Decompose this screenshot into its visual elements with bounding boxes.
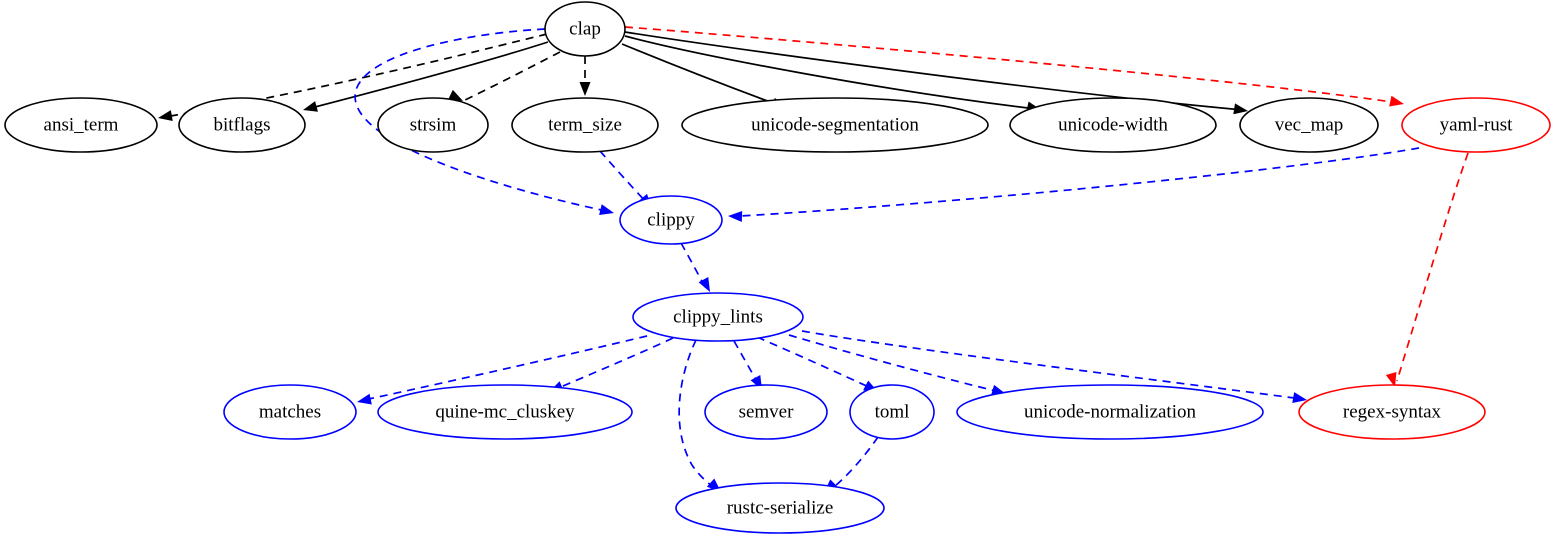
node-ellipse-yaml-rust[interactable]: [1401, 97, 1551, 153]
edge-clippy_lints-to-toml: [756, 336, 874, 390]
edge-clippy_lints-to-quine-mc_cluskey: [555, 337, 674, 390]
edge-toml-to-rustc-serialize: [828, 436, 879, 492]
edge-term_size-to-clippy: [599, 150, 648, 204]
node-label-clippy_lints: clippy_lints: [673, 306, 763, 327]
node-ellipse-bitflags[interactable]: [178, 97, 306, 153]
node-label-semver: semver: [739, 401, 795, 422]
node-label-yaml-rust: yaml-rust: [1440, 114, 1514, 135]
node-clippy[interactable]: clippy: [619, 195, 723, 245]
node-ellipse-unicode-segmentation[interactable]: [681, 97, 989, 153]
node-semver[interactable]: semver: [704, 384, 828, 440]
edge-clap-to-strsim: [458, 51, 561, 104]
node-ellipse-regex-syntax[interactable]: [1298, 384, 1486, 440]
node-term_size[interactable]: term_size: [511, 97, 659, 153]
node-label-unicode-normalization: unicode-normalization: [1024, 401, 1196, 422]
node-ellipse-quine-mc_cluskey[interactable]: [377, 384, 633, 440]
node-ellipse-unicode-width[interactable]: [1009, 97, 1217, 153]
node-unicode-width[interactable]: unicode-width: [1009, 97, 1217, 153]
node-label-unicode-segmentation: unicode-segmentation: [751, 114, 919, 135]
node-ellipse-unicode-normalization[interactable]: [956, 384, 1264, 440]
edge-clap-to-vec_map: [624, 31, 1244, 111]
node-label-strsim: strsim: [410, 114, 457, 135]
node-label-term_size: term_size: [548, 114, 622, 135]
node-clap[interactable]: clap: [544, 1, 626, 57]
arrowhead-bitflags-in: [303, 101, 318, 112]
node-label-bitflags: bitflags: [214, 114, 271, 135]
node-unicode-segmentation[interactable]: unicode-segmentation: [681, 97, 989, 153]
node-ellipse-clippy_lints[interactable]: [632, 292, 804, 342]
node-ansi_term[interactable]: ansi_term: [4, 97, 158, 153]
node-label-matches: matches: [259, 401, 321, 422]
edge-clippy_lints-to-matches: [363, 335, 648, 401]
node-ellipse-matches[interactable]: [223, 384, 357, 440]
arrowhead-vec_map-in: [1233, 103, 1248, 115]
arrowhead-regex-syntax-in-clippy: [1292, 392, 1307, 403]
node-quine-mc_cluskey[interactable]: quine-mc_cluskey: [377, 384, 633, 440]
node-regex-syntax[interactable]: regex-syntax: [1298, 384, 1486, 440]
node-clippy_lints[interactable]: clippy_lints: [632, 292, 804, 342]
arrowhead-strsim-in: [448, 89, 463, 101]
node-ellipse-term_size[interactable]: [511, 97, 659, 153]
arrowhead-regex-syntax-in-yaml: [1385, 372, 1397, 387]
node-ellipse-rustc-serialize[interactable]: [675, 482, 885, 534]
node-matches[interactable]: matches: [223, 384, 357, 440]
edge-clap-to-unicode-segmentation: [621, 43, 782, 107]
arrowhead-clippy-in-clap: [599, 204, 614, 215]
node-yaml-rust[interactable]: yaml-rust: [1401, 97, 1551, 153]
node-bitflags[interactable]: bitflags: [178, 97, 306, 153]
edge-clap-to-clippy: [354, 28, 607, 212]
edge-clap-to-bitflags: [310, 41, 549, 109]
edge-clap-to-yaml-rust: [624, 26, 1400, 104]
node-label-unicode-width: unicode-width: [1058, 114, 1168, 135]
node-label-vec_map: vec_map: [1275, 114, 1344, 135]
edge-clippy-to-clippy_lints: [680, 242, 706, 288]
edge-yaml-rust-to-clippy: [739, 147, 1420, 217]
node-label-clippy: clippy: [647, 209, 695, 230]
node-label-quine-mc_cluskey: quine-mc_cluskey: [435, 401, 575, 422]
node-label-toml: toml: [875, 401, 910, 422]
node-ellipse-strsim[interactable]: [377, 97, 489, 153]
node-label-ansi_term: ansi_term: [44, 114, 119, 135]
node-ellipse-ansi_term[interactable]: [4, 97, 158, 153]
node-ellipse-semver[interactable]: [704, 384, 828, 440]
node-ellipse-clap[interactable]: [544, 1, 626, 57]
node-label-rustc-serialize: rustc-serialize: [727, 497, 834, 518]
edge-yaml-rust-to-regex-syntax: [1396, 152, 1469, 382]
node-ellipse-toml[interactable]: [849, 384, 935, 440]
node-vec_map[interactable]: vec_map: [1239, 97, 1379, 153]
edge-clap-to-unicode-width: [624, 35, 1037, 110]
arrowhead-clippy_lints-in: [698, 277, 710, 292]
arrowhead-yaml-rust-in: [1389, 95, 1404, 107]
arrowhead-clippy-in-yamlrust: [728, 210, 743, 222]
edge-clippy_lints-to-unicode-normalization: [788, 334, 1001, 393]
node-toml[interactable]: toml: [849, 384, 935, 440]
arrowhead-ansi_term-in: [158, 110, 173, 121]
edge-clippy_lints-to-rustc-serialize: [678, 339, 716, 489]
node-ellipse-clippy[interactable]: [619, 195, 723, 245]
node-label-regex-syntax: regex-syntax: [1343, 401, 1442, 422]
node-unicode-normalization[interactable]: unicode-normalization: [956, 384, 1264, 440]
node-strsim[interactable]: strsim: [377, 97, 489, 153]
node-label-clap: clap: [569, 18, 601, 39]
node-ellipse-vec_map[interactable]: [1239, 97, 1379, 153]
node-rustc-serialize[interactable]: rustc-serialize: [675, 482, 885, 534]
arrowhead-matches-in: [357, 393, 372, 405]
arrowhead-term_size-in: [579, 82, 591, 96]
